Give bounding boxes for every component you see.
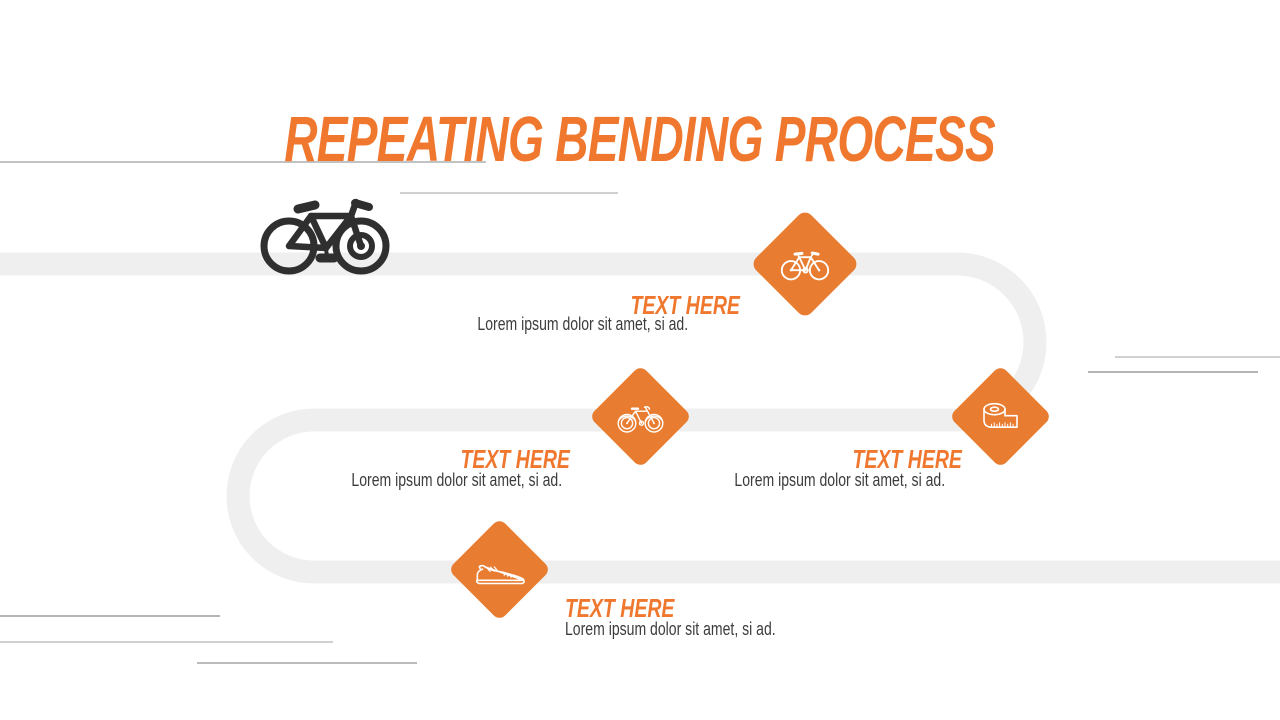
sneaker-icon [473, 552, 527, 588]
decorative-line [0, 161, 486, 163]
step-description-text: Lorem ipsum dolor sit amet, si ad. [565, 619, 776, 639]
decorative-line [0, 641, 333, 643]
step-label-1: TEXT HERE [594, 292, 740, 318]
step-marker-1 [749, 208, 861, 320]
step-description-text: Lorem ipsum dolor sit amet, si ad. [734, 470, 945, 490]
step-label-2: TEXT HERE [424, 446, 570, 472]
step-marker-4 [447, 517, 552, 622]
bicycle-icon [260, 198, 390, 275]
page-title: REPEATING BENDING PROCESS [0, 107, 1280, 171]
decorative-line [197, 662, 417, 664]
step-description-text: Lorem ipsum dolor sit amet, si ad. [351, 470, 562, 490]
step-description-1: Lorem ipsum dolor sit amet, si ad. [418, 314, 688, 335]
step-description-4: Lorem ipsum dolor sit amet, si ad. [565, 619, 835, 640]
step-marker-3 [948, 364, 1053, 469]
step-label-text: TEXT HERE [852, 444, 962, 474]
step-marker-2 [588, 364, 693, 469]
step-description-text: Lorem ipsum dolor sit amet, si ad. [477, 314, 688, 334]
decorative-line [0, 615, 220, 617]
step-label-4: TEXT HERE [565, 595, 711, 621]
decorative-line [400, 192, 618, 194]
bicycle-outline-icon [779, 246, 831, 282]
vintage-bicycle-icon [616, 399, 666, 435]
step-label-text: TEXT HERE [630, 290, 740, 320]
step-label-3: TEXT HERE [816, 446, 962, 472]
step-description-2: Lorem ipsum dolor sit amet, si ad. [292, 470, 562, 491]
page-title-text: REPEATING BENDING PROCESS [284, 102, 997, 175]
step-label-text: TEXT HERE [460, 444, 570, 474]
tape-measure-icon [978, 398, 1024, 436]
decorative-line [1115, 356, 1280, 358]
step-description-3: Lorem ipsum dolor sit amet, si ad. [675, 470, 945, 491]
step-label-text: TEXT HERE [565, 593, 675, 623]
decorative-line [1088, 371, 1258, 373]
